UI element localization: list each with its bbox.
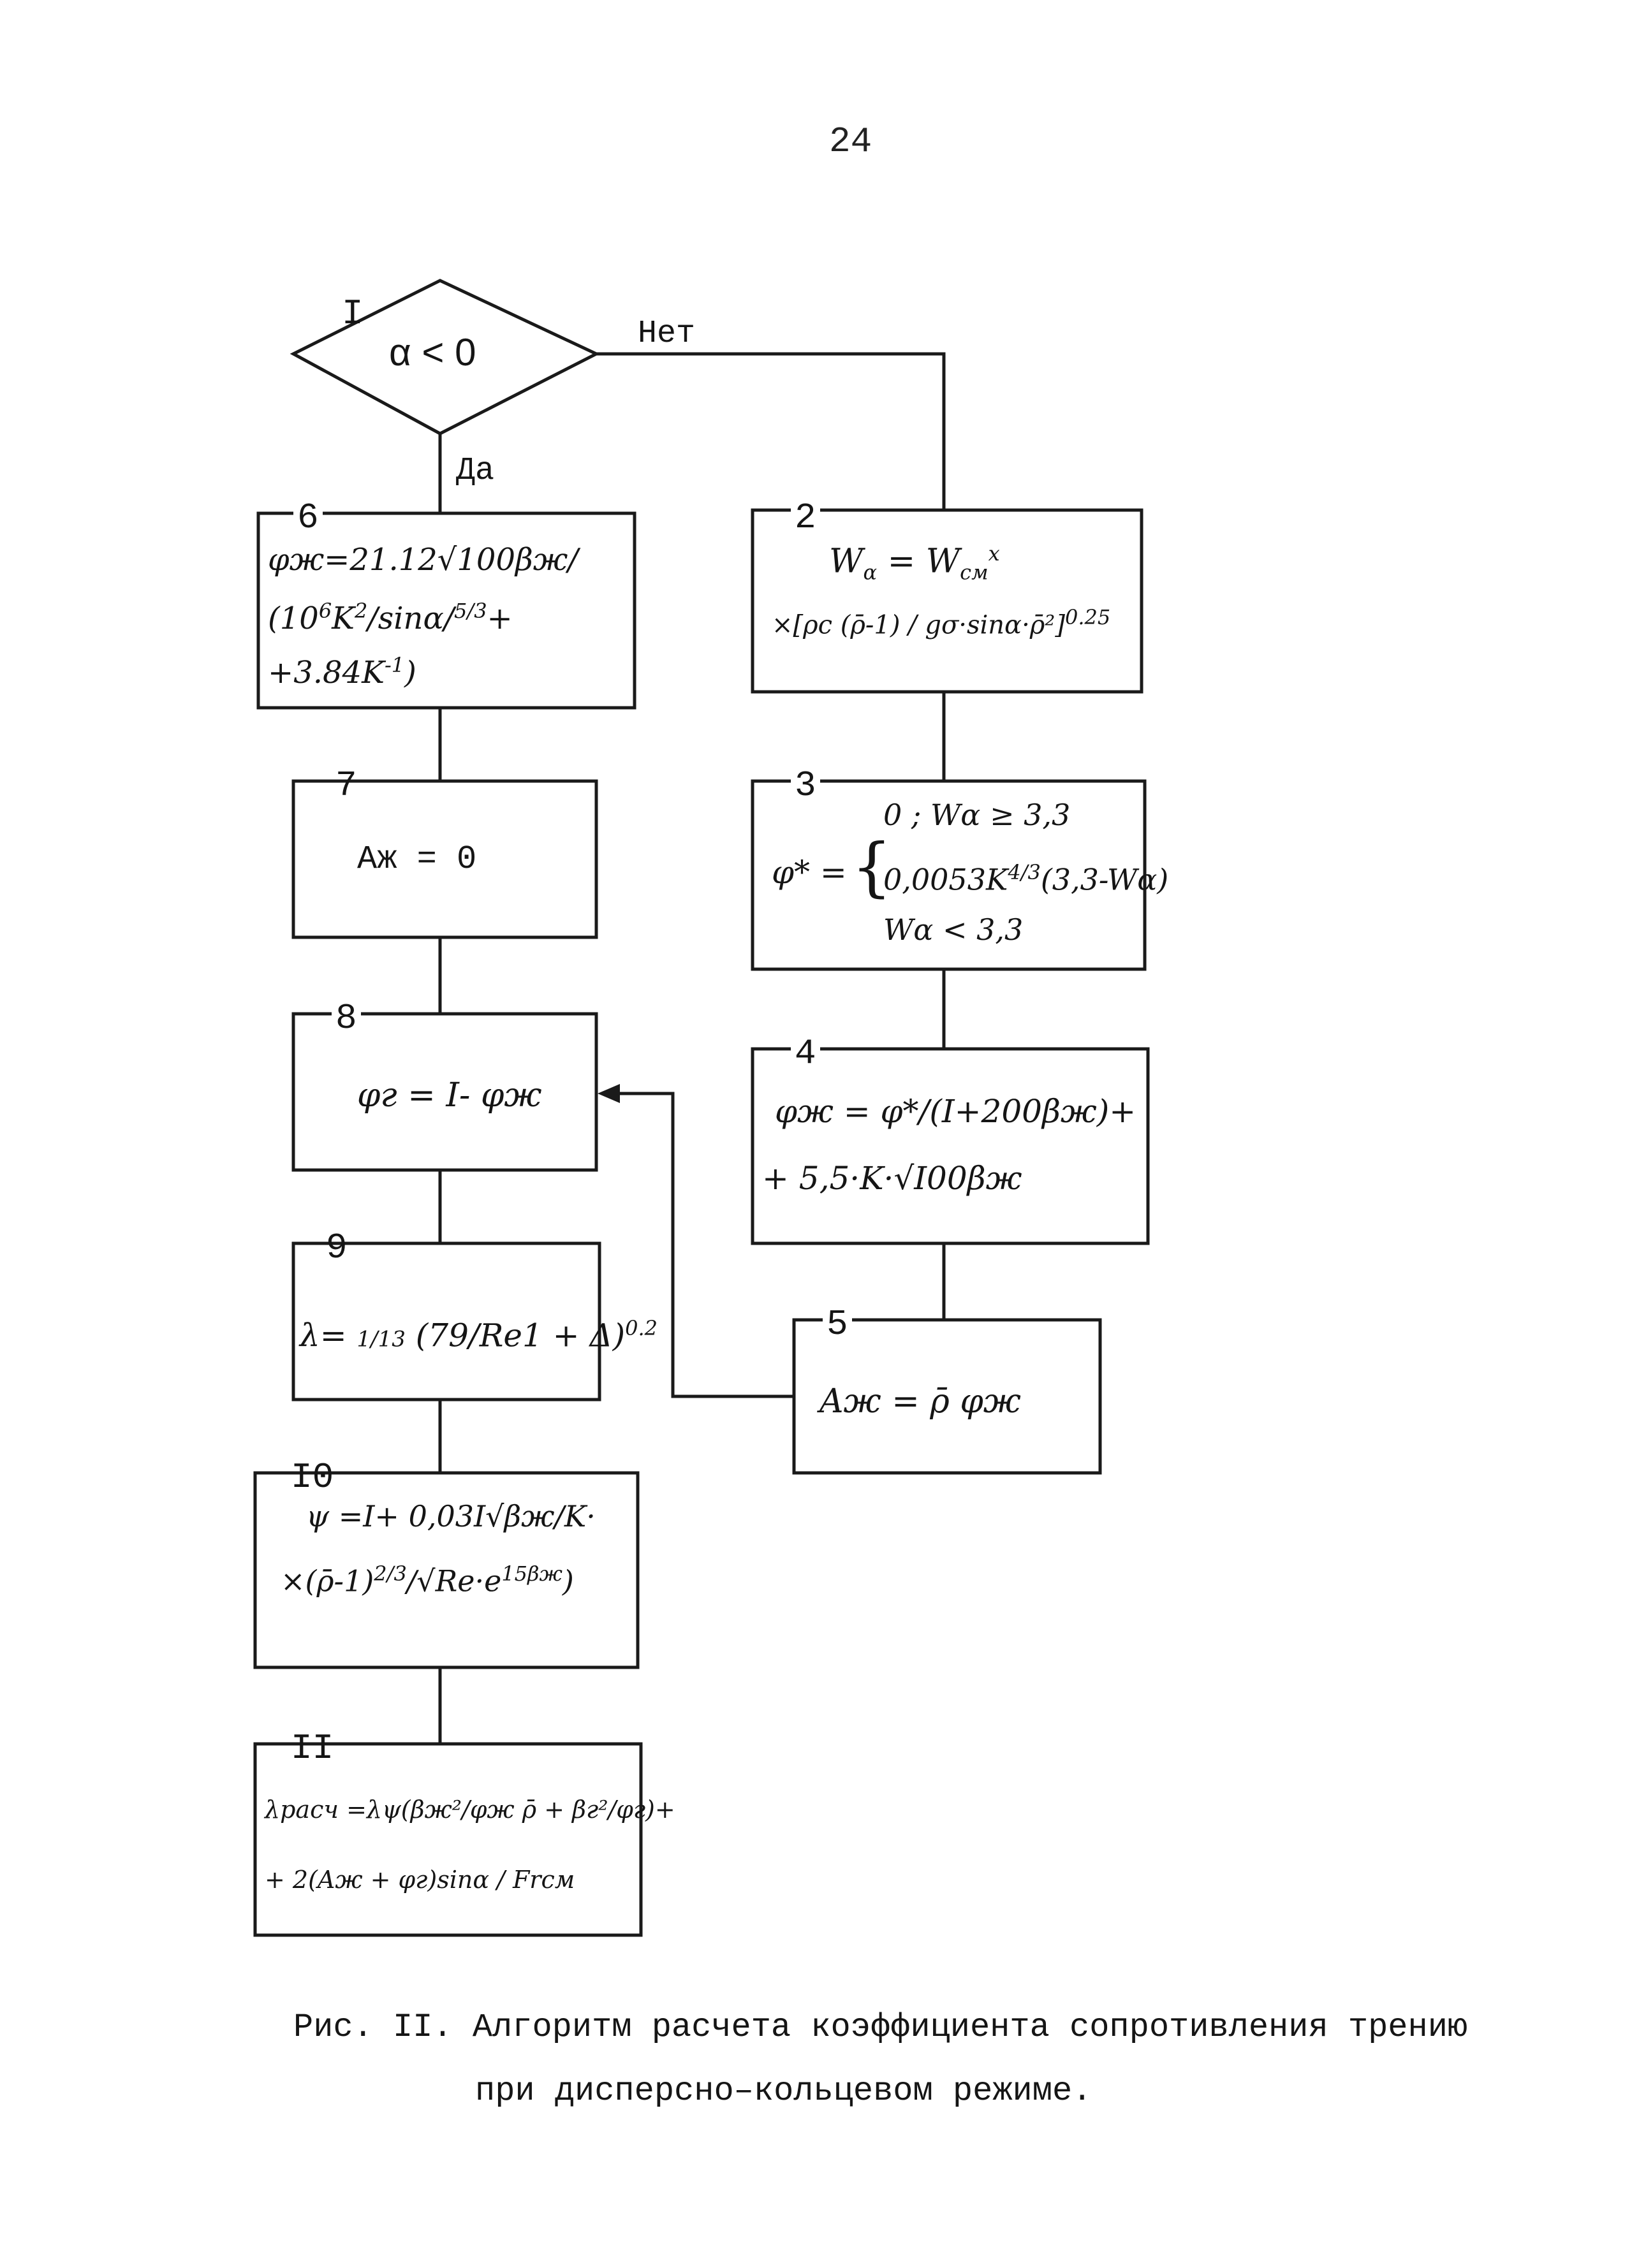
block-9-frame bbox=[291, 1241, 601, 1401]
block-6-frame bbox=[256, 511, 636, 710]
block-10-line-2: ×(ρ̄-1)2/3/√Re·e15βж) bbox=[281, 1562, 574, 1599]
block-7-frame bbox=[291, 779, 598, 939]
decision-number: I bbox=[342, 293, 364, 334]
return-arrowhead bbox=[598, 1084, 620, 1103]
block-11-frame bbox=[253, 1742, 643, 1937]
figure-caption-line-2: при дисперсно–кольцевом режиме. bbox=[475, 2072, 1092, 2110]
block-8-line-1: φг = I- φж bbox=[357, 1076, 542, 1115]
block-11-line-1: λрасч =λψ(βж²/φж ρ̄ + βг²/φг)+ bbox=[265, 1796, 675, 1824]
block-7-number: 7 bbox=[335, 765, 357, 806]
block-6-number: 6 bbox=[293, 497, 323, 538]
block-8-frame bbox=[291, 1012, 598, 1172]
block-9-number: 9 bbox=[326, 1227, 348, 1268]
block-3-case-2: 0,0053K4/3(3,3-Wα) bbox=[883, 860, 1169, 897]
block-7-line-1: Aж = 0 bbox=[357, 840, 477, 878]
figure-caption-line-1: Рис. II. Алгоритм расчета коэффициента с… bbox=[293, 2008, 1468, 2046]
block-11-number: II bbox=[291, 1728, 334, 1769]
block-2-frame bbox=[751, 508, 1143, 694]
block-6-line-3: +3.84K-1) bbox=[268, 653, 416, 691]
block-11-line-2: + 2(Aж + φг)sinα / Frcм bbox=[265, 1866, 575, 1894]
block-6-line-1: φж=21.12√100βж/ bbox=[268, 542, 578, 578]
yes-branch-label: Да bbox=[456, 453, 495, 489]
block-10-line-1: ψ =I+ 0,03I√βж/K· bbox=[306, 1499, 596, 1533]
block-4-line-2: + 5,5·K·√I00βж bbox=[762, 1160, 1022, 1197]
block-10-frame bbox=[253, 1471, 640, 1669]
block-2-number: 2 bbox=[791, 497, 820, 538]
block-2-line-1: Wα = Wсмx bbox=[829, 541, 1000, 585]
return-line bbox=[612, 1092, 794, 1398]
block-4-frame bbox=[751, 1047, 1150, 1245]
page-number: 24 bbox=[829, 121, 872, 162]
block-5-line-1: Aж = ρ̄ φж bbox=[820, 1382, 1021, 1421]
block-3-case-3: Wα < 3,3 bbox=[883, 912, 1024, 947]
decision-condition: α < 0 bbox=[389, 331, 476, 374]
block-10-number: I0 bbox=[291, 1457, 334, 1498]
block-4-line-1: φж = φ*/(I+200βж)+ bbox=[775, 1093, 1136, 1130]
no-branch-line bbox=[596, 352, 946, 510]
block-3-frame bbox=[751, 779, 1147, 971]
block-3-case-1: 0 ; Wα ≥ 3,3 bbox=[883, 798, 1071, 832]
block-3-brace: { bbox=[851, 830, 892, 904]
block-2-line-2: ×[ρc (ρ̄-1) / gσ·sinα·ρ̄²]0.25 bbox=[772, 605, 1111, 640]
block-4-number: 4 bbox=[791, 1033, 820, 1074]
no-branch-label: Нет bbox=[638, 316, 696, 352]
block-8-number: 8 bbox=[332, 998, 361, 1039]
block-3-number: 3 bbox=[791, 765, 820, 806]
block-6-line-2: (106K2/sinα/5/3+ bbox=[268, 599, 513, 636]
block-5-number: 5 bbox=[823, 1304, 852, 1345]
block-9-line-1: λ= 1/13 (79/Re1 + Δ)0.2 bbox=[300, 1316, 658, 1354]
block-3-lhs: φ* = bbox=[772, 854, 847, 891]
